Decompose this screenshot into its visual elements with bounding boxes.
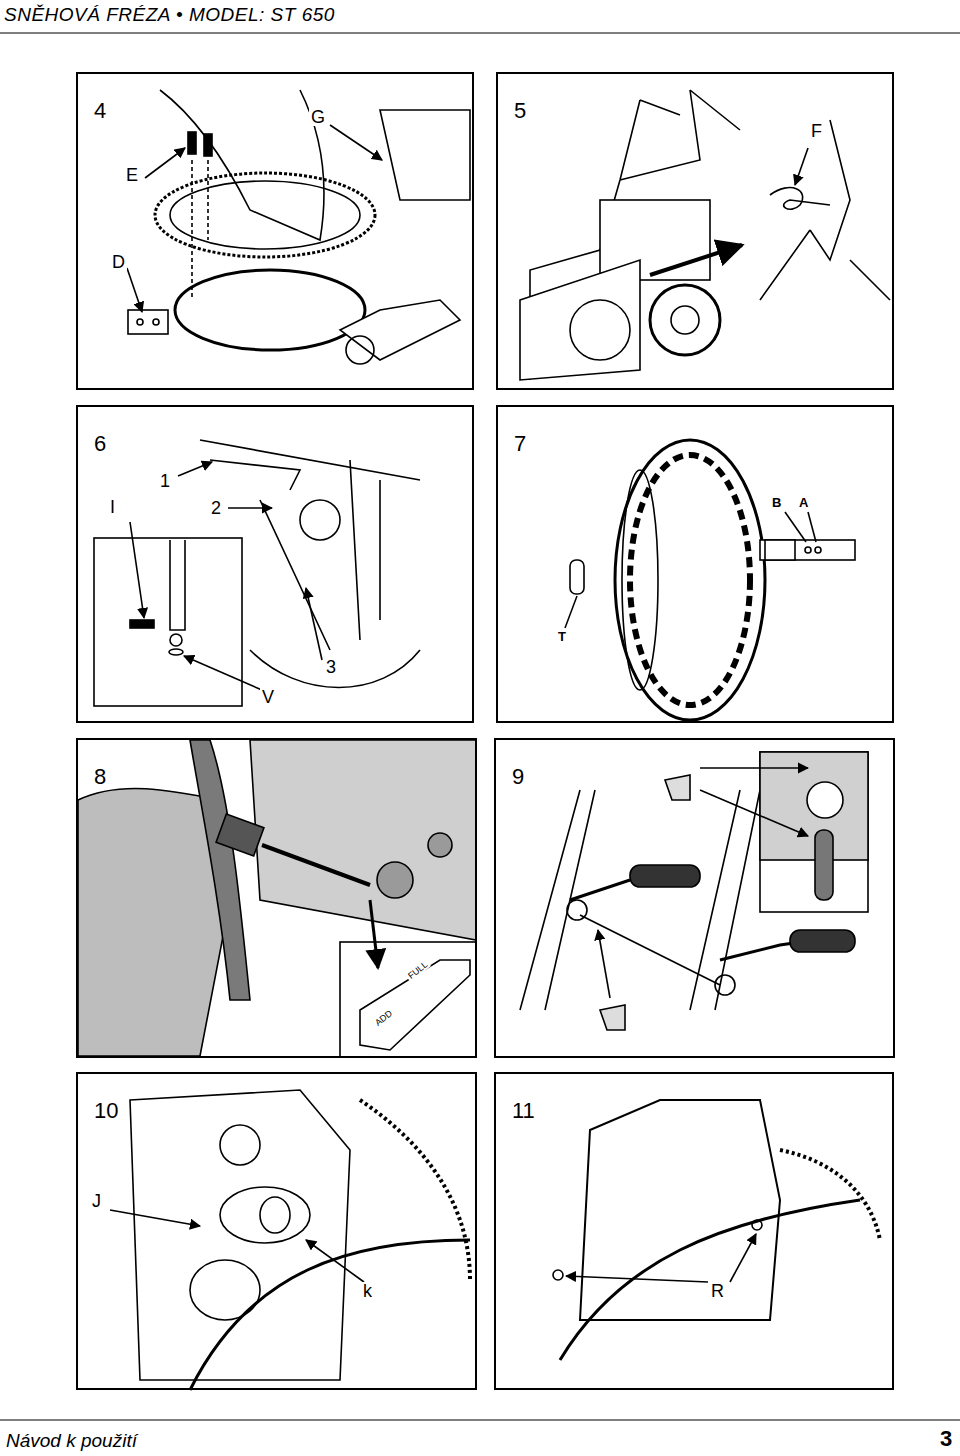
- callout-letter: I: [108, 498, 117, 516]
- callout-letter: V: [260, 688, 276, 706]
- callout-letter: R: [709, 1282, 726, 1300]
- figure-number: 4: [92, 100, 108, 122]
- callout-number: 1: [158, 472, 172, 490]
- figure-panel: 7: [496, 405, 894, 723]
- figure-number: 11: [510, 1100, 537, 1122]
- callout-number: 2: [209, 499, 223, 517]
- page-footer: Návod k použití: [4, 1431, 139, 1450]
- figure-panel: 5: [496, 72, 894, 390]
- figure-panel: 9: [494, 738, 895, 1058]
- callout-letter: D: [110, 253, 127, 271]
- figure-number: 9: [510, 766, 526, 788]
- figure-number: 5: [512, 100, 528, 122]
- page-number: 3: [938, 1428, 954, 1450]
- callout-letter: J: [90, 1192, 103, 1210]
- figure-number: 10: [92, 1100, 120, 1122]
- callout-letter: k: [361, 1282, 374, 1300]
- callout-letter: E: [124, 166, 140, 184]
- callout-letter: B: [770, 496, 783, 509]
- callout-number: 3: [324, 658, 338, 676]
- figure-panel: 10: [76, 1072, 477, 1390]
- callout-letter: T: [556, 630, 568, 643]
- callout-letter: G: [309, 108, 327, 126]
- figure-number: 8: [92, 766, 108, 788]
- figure-number: 7: [512, 433, 528, 455]
- figure-panel: 4: [76, 72, 474, 390]
- callout-letter: A: [797, 496, 810, 509]
- page-header: SNĚHOVÁ FRÉZA • MODEL: ST 650: [4, 4, 335, 26]
- callout-letter: F: [809, 122, 824, 140]
- figure-panel: 6: [76, 405, 474, 723]
- figure-number: 6: [92, 433, 108, 455]
- figure-panel: 8: [76, 738, 477, 1058]
- figure-panel: 11: [494, 1072, 894, 1390]
